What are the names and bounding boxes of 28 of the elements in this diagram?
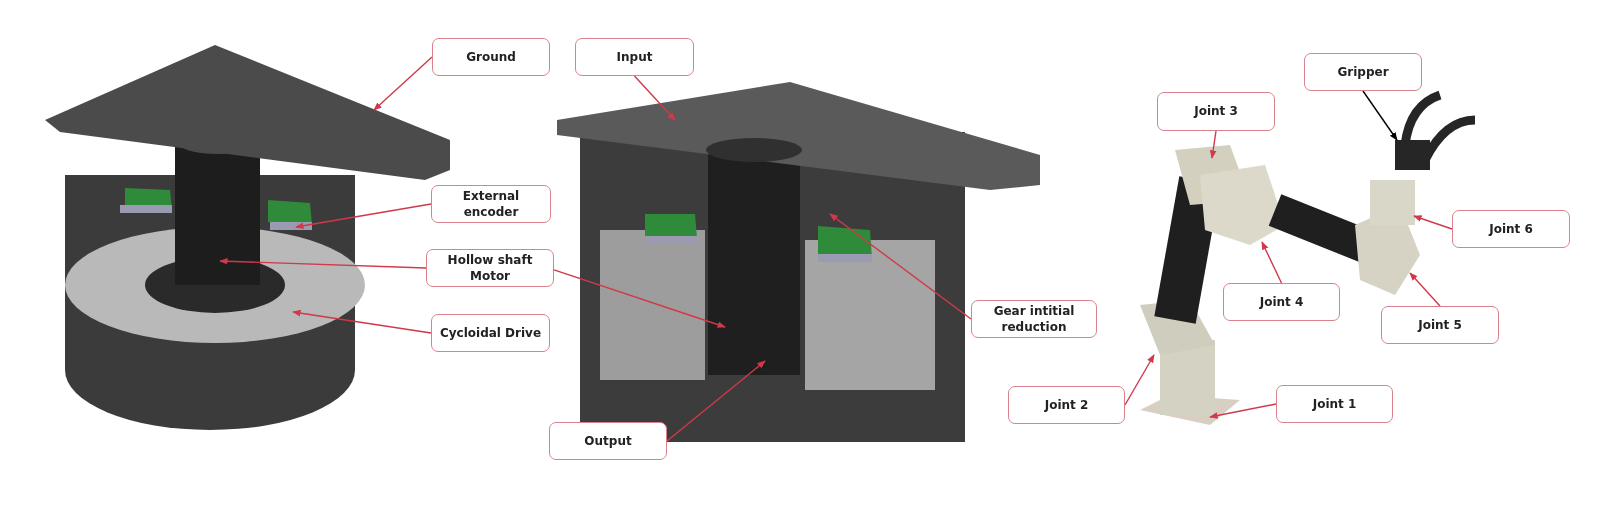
leader-line: [1362, 90, 1398, 141]
callout-label: Joint 6: [1452, 210, 1570, 248]
leader-line: [1209, 403, 1277, 419]
leader-line: [1261, 241, 1283, 284]
callout-label: Gripper: [1304, 53, 1422, 91]
callout-label: Input: [575, 38, 694, 76]
leader-line: [292, 309, 432, 334]
callout-label: External encoder: [431, 185, 551, 223]
leader-line: [1413, 215, 1453, 230]
leader-line: [219, 257, 427, 269]
leader-line: [666, 360, 766, 442]
callout-label: Joint 3: [1157, 92, 1275, 131]
leader-line: [295, 203, 432, 230]
callout-label: Gear intitial reduction: [971, 300, 1097, 338]
callout-label: Ground: [432, 38, 550, 76]
leader-line: [373, 56, 433, 111]
leader-line: [1409, 272, 1441, 307]
callout-label: Joint 1: [1276, 385, 1393, 423]
callout-label: Hollow shaft Motor: [426, 249, 554, 287]
leader-line: [829, 213, 972, 320]
leader-line: [553, 269, 726, 328]
callout-label: Output: [549, 422, 667, 460]
callout-label: Joint 4: [1223, 283, 1340, 321]
leader-line: [1209, 130, 1217, 159]
leader-line: [633, 75, 676, 121]
callout-label: Joint 2: [1008, 386, 1125, 424]
callout-label: Cycloidal Drive: [431, 314, 550, 352]
callout-label: Joint 5: [1381, 306, 1499, 344]
